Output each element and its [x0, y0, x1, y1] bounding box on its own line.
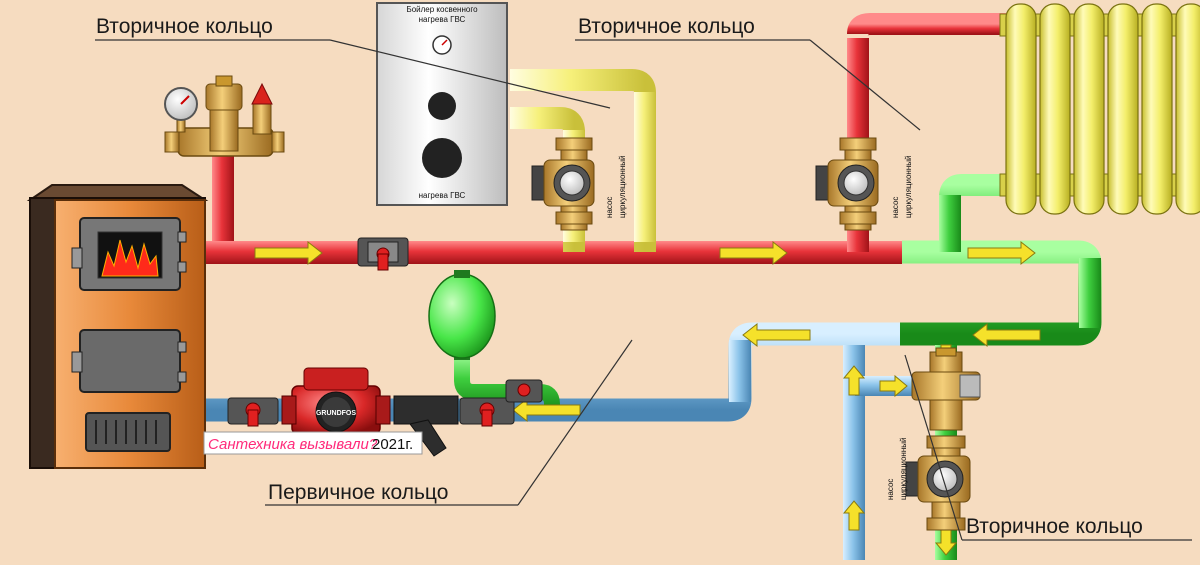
arrow-right-icon — [254, 240, 323, 266]
ball-valve-return-left — [227, 397, 279, 427]
strainer-filter — [393, 395, 459, 457]
flame-icon — [101, 239, 159, 277]
cold-return-vertical-pipe — [729, 340, 751, 402]
pump-dial-icon — [932, 466, 958, 492]
solid-fuel-boiler — [26, 184, 209, 469]
safety-valve-icon — [251, 82, 273, 105]
boiler-label-line2: нагрева ГВС — [419, 15, 466, 24]
watermark: Сантехника вызывали? 2021г. — [203, 431, 423, 455]
boiler-label-line1: Бойлер косвенного — [406, 5, 478, 14]
pump-radiator-label-line2: циркуляционный — [904, 156, 913, 218]
pump-dial-icon — [843, 170, 869, 196]
pump-bottom-label-line1: насос — [886, 479, 895, 500]
mixing-valve — [911, 347, 981, 431]
arrow-left-icon — [972, 322, 1041, 348]
watermark-text: Сантехника вызывали? — [208, 436, 378, 453]
label-secondary-loop-top-left: Вторичное кольцо — [96, 15, 273, 38]
secondary-blue-riser — [843, 345, 865, 560]
expansion-tank — [428, 270, 496, 360]
green-loop-right-pipe — [1079, 258, 1101, 328]
pump-brand-text: GRUNDFOS — [316, 410, 356, 417]
arrow-up-icon — [842, 365, 866, 396]
arrow-right-icon — [719, 240, 788, 266]
red-riser-pipe — [212, 145, 234, 260]
indirect-water-heater: Бойлер косвенного нагрева ГВС нагрева ГВ… — [376, 2, 508, 206]
pump-radiator: насос циркуляционный — [815, 137, 913, 231]
label-secondary-loop-top-right: Вторичное кольцо — [578, 15, 755, 38]
boiler-bottom-label: нагрева ГВС — [419, 191, 466, 200]
pump-secondary-bottom: насос циркуляционный — [886, 435, 971, 531]
radiator-return-riser — [939, 195, 961, 252]
ash-door — [79, 329, 181, 393]
arrow-right-icon — [879, 374, 908, 398]
safety-group — [164, 75, 285, 157]
pump-bottom-label-line2: циркуляционный — [899, 438, 908, 500]
primary-pump: GRUNDFOS — [281, 367, 391, 435]
callout-lines — [95, 39, 1192, 541]
pump-dhw-label-line1: насос — [605, 197, 614, 218]
pump-dhw: насос циркуляционный — [531, 137, 627, 231]
label-primary-loop: Первичное кольцо — [268, 481, 448, 504]
pump-dial-icon — [559, 170, 585, 196]
label-secondary-loop-bottom-right: Вторичное кольцо — [966, 515, 1143, 538]
radiator-supply-top — [847, 13, 1010, 36]
pump-radiator-label-line1: насос — [891, 197, 900, 218]
watermark-year: 2021г. — [372, 436, 413, 453]
air-vent-icon — [205, 83, 243, 111]
radiator — [999, 3, 1200, 215]
dhw-supply-riser — [634, 92, 656, 242]
arrow-left-icon — [512, 397, 581, 423]
dhw-port-lower — [422, 138, 462, 178]
ball-valves — [227, 237, 543, 427]
ball-valve-tank — [505, 379, 543, 403]
ash-pan — [85, 412, 171, 452]
arrow-right-icon — [967, 240, 1036, 266]
ball-valve-return-right — [459, 397, 515, 427]
pump-dhw-label-line2: циркуляционный — [618, 156, 627, 218]
ball-valve-supply — [357, 237, 409, 271]
arrow-up-icon — [842, 500, 866, 531]
arrow-left-icon — [742, 322, 811, 348]
green-loop-pipe — [880, 240, 1102, 346]
dhw-port-upper — [428, 92, 456, 120]
